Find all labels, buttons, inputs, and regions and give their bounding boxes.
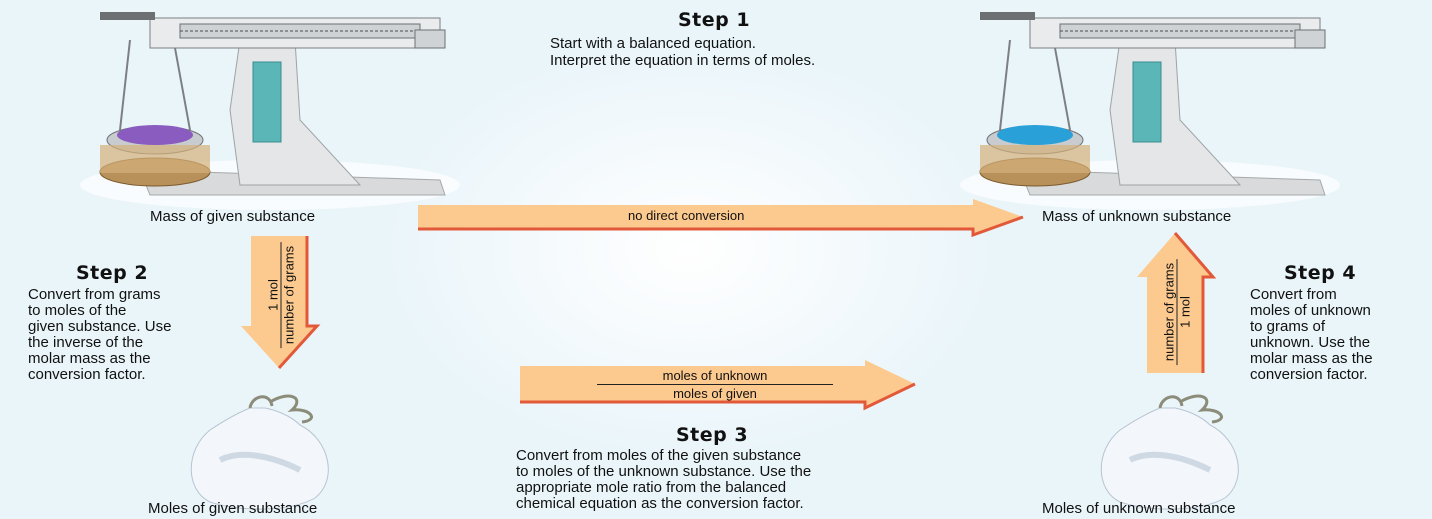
step3-line: chemical equation as the conversion fact…	[516, 495, 804, 512]
step2-text: Convert from grams to moles of the given…	[28, 287, 171, 383]
up-arrow	[1137, 232, 1217, 373]
step2-line: the inverse of the	[28, 334, 144, 351]
up-arrow-fraction: number of grams 1 mol	[1161, 258, 1193, 366]
mass-given-label: Mass of given substance	[150, 208, 316, 225]
step4-line: molar mass as the	[1250, 350, 1373, 367]
balance-given-illustration	[80, 12, 460, 210]
step4-line: Convert from	[1250, 286, 1337, 303]
moles-unknown-label: Moles of unknown substance	[1042, 500, 1236, 517]
step3-title: Step 3	[676, 424, 749, 446]
down-arrow-fraction: 1 mol number of grams	[265, 241, 297, 349]
step3-text: Convert from moles of the given substanc…	[516, 448, 811, 512]
down-arrow-denominator: number of grams	[281, 245, 297, 345]
step1-line2: Interpret the equation in terms of moles…	[550, 52, 816, 69]
step2-line: molar mass as the	[28, 350, 151, 367]
step4-line: moles of unknown	[1250, 302, 1371, 319]
step4-line: unknown. Use the	[1250, 334, 1371, 351]
step1-line1: Start with a balanced equation.	[550, 35, 756, 52]
step2-title: Step 2	[76, 262, 149, 284]
mole-ratio-numerator: moles of unknown	[597, 368, 833, 385]
moles-given-label: Moles of given substance	[148, 500, 318, 517]
step2-line: Convert from grams	[28, 286, 161, 303]
bag-given-illustration	[190, 394, 329, 510]
mole-ratio-fraction: moles of unknown moles of given	[597, 368, 833, 401]
step2-line: to moles of the	[28, 302, 127, 319]
bag-unknown-illustration	[1100, 394, 1239, 510]
up-arrow-denominator: 1 mol	[1177, 296, 1193, 328]
step3-line: Convert from moles of the given substanc…	[516, 447, 802, 464]
step4-line: to grams of	[1250, 318, 1326, 335]
step4-title: Step 4	[1284, 262, 1357, 284]
step4-line: conversion factor.	[1250, 366, 1368, 383]
step4-text: Convert from moles of unknown to grams o…	[1250, 287, 1373, 383]
step3-line: appropriate mole ratio from the balanced	[516, 479, 787, 496]
step3-line: to moles of the unknown substance. Use t…	[516, 463, 812, 480]
down-arrow	[241, 236, 321, 370]
mole-ratio-denominator: moles of given	[673, 386, 757, 401]
balance-unknown-illustration	[960, 12, 1340, 210]
mass-unknown-label: Mass of unknown substance	[1042, 208, 1232, 225]
up-arrow-numerator: number of grams	[1161, 258, 1178, 366]
step1-title: Step 1	[678, 9, 751, 31]
down-arrow-numerator: 1 mol	[265, 241, 282, 349]
step2-line: conversion factor.	[28, 366, 146, 383]
step2-line: given substance. Use	[28, 318, 172, 335]
no-direct-conversion-label: no direct conversion	[628, 208, 745, 223]
no-direct-conversion-arrow	[418, 199, 1024, 238]
